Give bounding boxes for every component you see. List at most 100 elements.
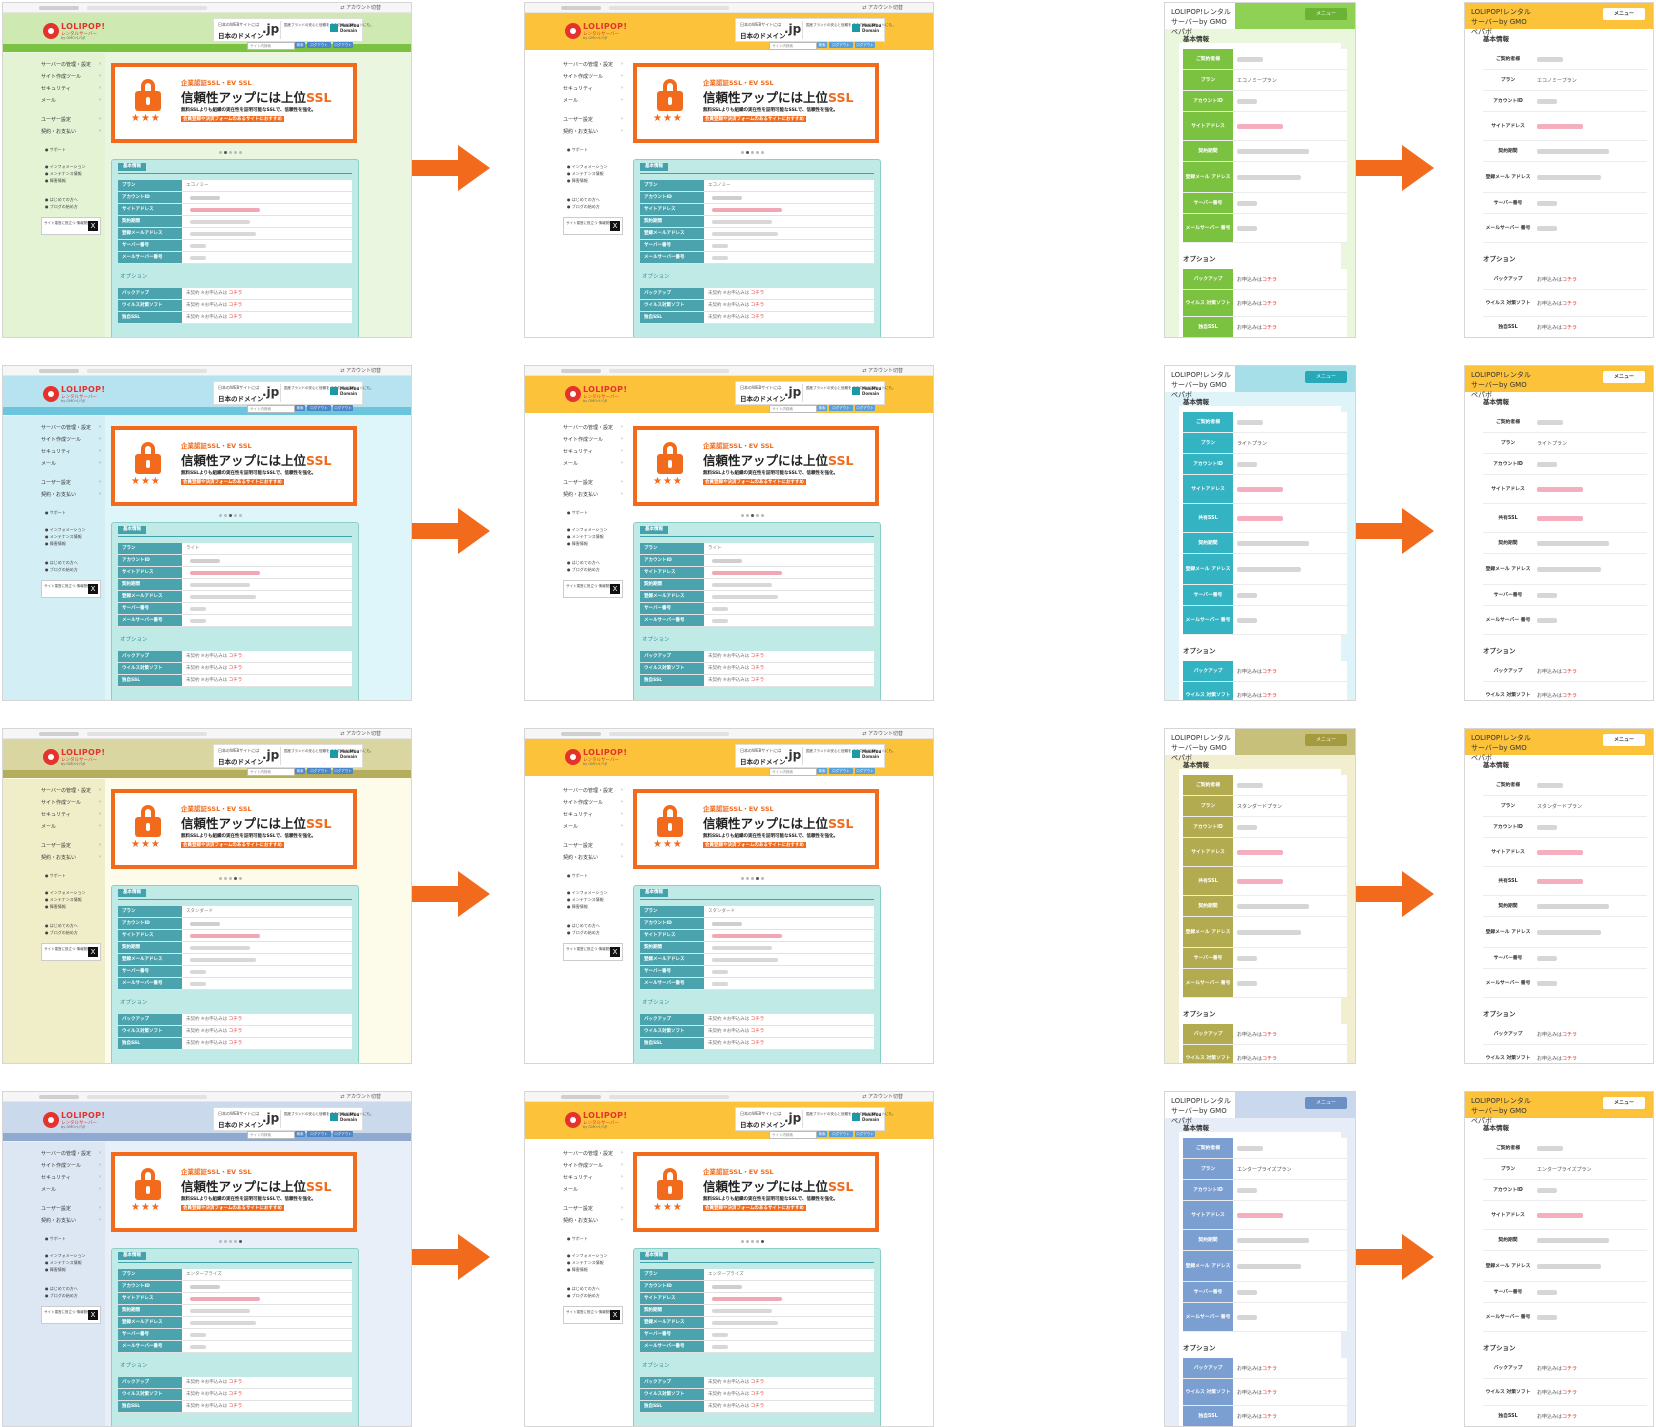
sidebar-item-tools[interactable]: サイト作成ツール: [41, 799, 101, 806]
carousel-dot[interactable]: [219, 514, 222, 517]
sidebar-link-failure[interactable]: ● 障害情報: [45, 541, 66, 546]
x-promo[interactable]: サイト運営に役立つ 情報発信中！X: [41, 580, 101, 598]
sidebar-link-beginner[interactable]: ● はじめての方へ: [45, 1286, 78, 1291]
search-button[interactable]: ログアウト: [333, 768, 353, 774]
search-input[interactable]: サイト内検索: [769, 42, 817, 50]
apply-link[interactable]: コチラ: [750, 654, 765, 659]
apply-link[interactable]: コチラ: [750, 291, 765, 296]
carousel-dot[interactable]: [751, 514, 754, 517]
apply-link[interactable]: コチラ: [1562, 1365, 1578, 1372]
carousel-dot[interactable]: [224, 514, 227, 517]
sidebar-link-support[interactable]: ● サポート: [567, 1236, 588, 1241]
sidebar-item-contract[interactable]: 契約・お支払い: [41, 128, 101, 135]
search-button[interactable]: ログアウト: [333, 42, 353, 48]
search-input[interactable]: サイト内検索: [247, 405, 295, 413]
apply-link[interactable]: コチラ: [1262, 300, 1278, 307]
carousel-dot[interactable]: [756, 151, 759, 154]
carousel-dot[interactable]: [239, 877, 242, 880]
apply-link[interactable]: コチラ: [1562, 692, 1578, 699]
apply-link[interactable]: コチラ: [1262, 1031, 1278, 1038]
sidebar-link-maintenance[interactable]: ● メンテナンス情報: [567, 1260, 604, 1265]
carousel-dot[interactable]: [224, 1240, 227, 1243]
search-button[interactable]: 検索: [295, 768, 305, 774]
search-button[interactable]: ログアウト: [855, 1131, 875, 1137]
sidebar-item-contract[interactable]: 契約・お支払い: [563, 128, 623, 135]
apply-link[interactable]: コチラ: [750, 1041, 765, 1046]
x-promo[interactable]: サイト運営に役立つ 情報発信中！X: [563, 217, 623, 235]
apply-link[interactable]: コチラ: [1262, 276, 1278, 283]
menu-button[interactable]: メニュー: [1603, 1097, 1645, 1109]
apply-link[interactable]: コチラ: [228, 291, 243, 296]
search-button[interactable]: ログアウト: [829, 42, 853, 48]
apply-link[interactable]: コチラ: [1562, 276, 1578, 283]
carousel-dot[interactable]: [751, 877, 754, 880]
sidebar-item-user[interactable]: ユーザー設定: [41, 842, 101, 849]
sidebar-item-security[interactable]: セキュリティ: [563, 85, 622, 92]
search-button[interactable]: ログアウト: [855, 768, 875, 774]
sidebar-link-info[interactable]: ● インフォメーション: [567, 1253, 608, 1258]
search-button[interactable]: ログアウト: [855, 42, 875, 48]
sidebar-link-maintenance[interactable]: ● メンテナンス情報: [45, 897, 82, 902]
sidebar-item-mail[interactable]: メール: [41, 97, 101, 104]
sidebar-item-contract[interactable]: 契約・お支払い: [41, 491, 101, 498]
sidebar-item-contract[interactable]: 契約・お支払い: [563, 854, 623, 861]
sidebar-link-beginner[interactable]: ● はじめての方へ: [567, 1286, 600, 1291]
sidebar-item-tools[interactable]: サイト作成ツール: [563, 73, 623, 80]
carousel-dot[interactable]: [741, 514, 744, 517]
sidebar-link-failure[interactable]: ● 障害情報: [45, 178, 66, 183]
sidebar-item-mail[interactable]: メール: [563, 97, 623, 104]
apply-link[interactable]: コチラ: [1562, 1055, 1578, 1062]
carousel-dot[interactable]: [239, 514, 242, 517]
account-switch-link[interactable]: ⇄ アカウント切替: [340, 368, 381, 374]
apply-link[interactable]: コチラ: [750, 303, 765, 308]
x-promo[interactable]: サイト運営に役立つ 情報発信中！X: [563, 580, 623, 598]
apply-link[interactable]: コチラ: [228, 1041, 243, 1046]
sidebar-item-server[interactable]: サーバーの管理・設定: [563, 61, 623, 68]
apply-link[interactable]: コチラ: [750, 315, 765, 320]
apply-link[interactable]: コチラ: [228, 1017, 243, 1022]
sidebar-item-user[interactable]: ユーザー設定: [563, 842, 623, 849]
lolipop-logo[interactable]: LOLIPOP!レンタルサーバーby GMOペパボ: [1471, 1096, 1531, 1125]
apply-link[interactable]: コチラ: [1262, 1055, 1278, 1062]
sidebar-link-blog[interactable]: ● ブログの始め方: [567, 930, 600, 935]
sidebar-link-info[interactable]: ● インフォメーション: [567, 164, 608, 169]
x-icon[interactable]: X: [88, 584, 98, 594]
sidebar-item-tools[interactable]: サイト作成ツール: [563, 1162, 623, 1169]
sidebar-item-server[interactable]: サーバーの管理・設定: [41, 1150, 101, 1157]
apply-link[interactable]: コチラ: [1562, 1031, 1578, 1038]
search-button[interactable]: 検索: [817, 42, 827, 48]
account-switch-link[interactable]: ⇄ アカウント切替: [862, 731, 903, 737]
sidebar-link-beginner[interactable]: ● はじめての方へ: [45, 197, 78, 202]
sidebar-link-failure[interactable]: ● 障害情報: [567, 178, 588, 183]
sidebar-item-security[interactable]: セキュリティ: [41, 85, 100, 92]
search-button[interactable]: 検索: [295, 42, 305, 48]
menu-button[interactable]: メニュー: [1305, 8, 1347, 20]
carousel-dots[interactable]: [741, 511, 766, 517]
x-icon[interactable]: X: [88, 947, 98, 957]
sidebar-item-tools[interactable]: サイト作成ツール: [41, 436, 101, 443]
sidebar-item-contract[interactable]: 契約・お支払い: [41, 854, 101, 861]
sidebar-item-contract[interactable]: 契約・お支払い: [563, 1217, 623, 1224]
apply-link[interactable]: コチラ: [228, 303, 243, 308]
sidebar-item-server[interactable]: サーバーの管理・設定: [563, 424, 623, 431]
sidebar-link-info[interactable]: ● インフォメーション: [45, 527, 86, 532]
apply-link[interactable]: コチラ: [750, 1029, 765, 1034]
sidebar-link-beginner[interactable]: ● はじめての方へ: [567, 197, 600, 202]
lolipop-logo[interactable]: LOLIPOP!レンタルサーバーby GMOペパボ: [1171, 370, 1231, 399]
sidebar-item-server[interactable]: サーバーの管理・設定: [41, 424, 101, 431]
sidebar-link-blog[interactable]: ● ブログの始め方: [567, 1293, 600, 1298]
sidebar-link-beginner[interactable]: ● はじめての方へ: [45, 923, 78, 928]
apply-link[interactable]: コチラ: [750, 1404, 765, 1409]
apply-link[interactable]: コチラ: [228, 654, 243, 659]
x-promo[interactable]: サイト運営に役立つ 情報発信中！X: [41, 1306, 101, 1324]
